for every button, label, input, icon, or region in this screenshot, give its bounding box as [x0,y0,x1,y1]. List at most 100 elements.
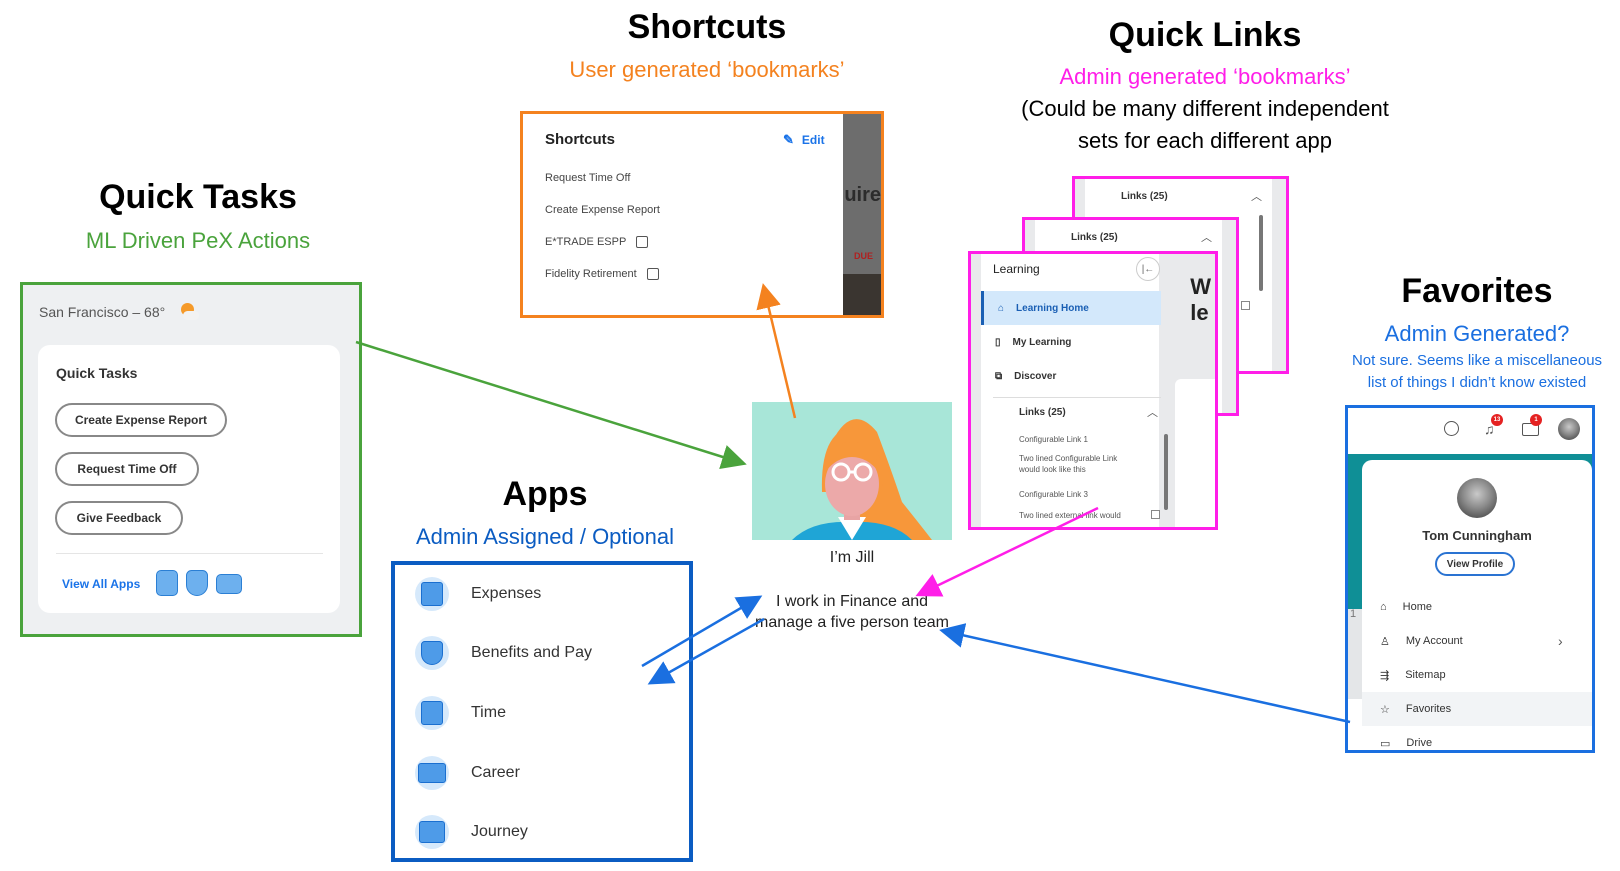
scrollbar[interactable] [1259,215,1263,291]
shortcut-item[interactable]: Fidelity Retirement [545,268,659,280]
app-label: Expenses [471,585,542,602]
quick-link[interactable]: Two lined external link would [1019,511,1121,520]
divider [56,553,323,554]
app-expenses[interactable]: Expenses [415,577,541,611]
weather-widget: San Francisco – 68° [39,301,201,323]
apps-panel: Expenses Benefits and Pay Time Career Jo… [391,561,693,862]
create-expense-report-button[interactable]: Create Expense Report [55,403,227,437]
shortcuts-panel: uire DUE Shortcuts ✎ Edit Request Time O… [520,111,884,318]
nav-my-learning[interactable]: ▯ My Learning [981,325,1161,359]
nav-label: Learning Home [1016,302,1089,314]
arrow-quick-tasks-to-persona [355,340,747,469]
shortcut-item[interactable]: Create Expense Report [545,204,660,216]
shortcuts-title: Shortcuts [627,8,787,46]
arrow-favorites-to-persona [939,623,1351,724]
quick-tasks-subtitle: ML Driven PeX Actions [85,228,311,253]
shortcut-label: E*TRADE ESPP [545,236,627,248]
quick-link[interactable]: Configurable Link 3 [1019,490,1088,499]
expenses-icon [415,577,449,611]
favorites-note-line2: list of things I didn’t know existed [1367,374,1587,391]
shortcuts-subtitle: User generated ‘bookmarks’ [569,57,845,82]
inbox-badge: 1 [1530,414,1542,426]
shortcut-label: Fidelity Retirement [545,268,637,280]
user-name: Tom Cunningham [1422,528,1532,543]
nav-learning-home[interactable]: ⌂ Learning Home [981,291,1161,325]
collapse-left-icon[interactable]: |← [1136,257,1160,281]
background-number: 1 [1350,608,1357,620]
chevron-up-icon[interactable]: ︿ [1147,407,1158,419]
view-all-apps-link[interactable]: View All Apps [62,577,141,591]
background-image [843,274,881,315]
weather-text: San Francisco – 68° [39,304,166,320]
chevron-up-icon[interactable]: ︿ [1201,232,1212,244]
chevron-right-icon: › [1558,633,1563,649]
luggage-icon[interactable] [156,570,178,596]
persona-illustration [752,402,952,540]
quick-link[interactable]: Configurable Link 1 [1019,435,1088,444]
discover-icon: ⧉ [995,370,1003,382]
quick-links-note-line1: (Could be many different independent [1021,96,1389,121]
favorites-title: Favorites [1401,272,1553,310]
star-icon: ☆ [1380,703,1390,716]
app-time[interactable]: Time [415,696,506,730]
scrollbar[interactable] [1164,434,1168,510]
nav-label: Discover [1014,370,1057,382]
menu-item-home[interactable]: ⌂Home [1362,590,1592,624]
home-icon: ⌂ [998,302,1005,314]
nav-discover[interactable]: ⧉ Discover [981,359,1161,393]
menu-item-my-account[interactable]: ♙My Account› [1362,624,1592,658]
quick-tasks-panel: San Francisco – 68° Quick Tasks Create E… [20,282,362,637]
apps-title: Apps [502,475,588,513]
favorites-panel: ♫ 13 1 1 Tom Cunningham View Profile ⌂Ho… [1345,405,1595,753]
menu-item-drive[interactable]: ▭Drive [1362,726,1592,750]
links-header[interactable]: Links (25) [1019,407,1066,418]
menu-item-favorites[interactable]: ☆Favorites [1362,692,1592,726]
chat-icon[interactable] [1444,421,1459,436]
external-link-icon [1241,301,1250,310]
menu-label: Sitemap [1405,669,1446,681]
divider [993,397,1161,398]
external-link-icon [636,236,649,248]
external-link-icon [646,268,659,280]
profile-avatar [1457,478,1497,518]
apps-subtitle: Admin Assigned / Optional [415,524,675,549]
external-link-icon [1151,510,1160,519]
shield-icon[interactable] [186,570,208,596]
menu-item-sitemap[interactable]: ⇶ Sitemap [1362,658,1592,692]
user-avatar[interactable] [1558,418,1580,440]
benefits-shield-icon [415,636,449,670]
give-feedback-button[interactable]: Give Feedback [55,501,183,535]
chevron-up-icon[interactable]: ︿ [1251,191,1262,203]
app-label: Career [471,764,520,781]
links-header[interactable]: Links (25) [1071,232,1118,243]
view-profile-button[interactable]: View Profile [1435,552,1515,576]
book-icon: ▯ [995,336,1001,348]
links-header[interactable]: Links (25) [1121,191,1168,202]
quick-link[interactable]: Two lined Configurable Link would look l… [1019,454,1118,474]
shortcuts-panel-title: Shortcuts [545,131,616,148]
quick-tasks-card-title: Quick Tasks [56,365,138,381]
app-journey[interactable]: Journey [415,815,528,849]
bell-icon[interactable]: ♫ [1484,421,1495,437]
background-page-text: uire [844,184,881,206]
app-career[interactable]: Career [415,756,520,790]
sitemap-icon: ⇶ [1380,669,1390,682]
favorites-note-line1: Not sure. Seems like a miscellaneous [1351,352,1603,369]
shortcut-item[interactable]: E*TRADE ESPP [545,236,649,248]
wallet-icon[interactable] [216,574,242,594]
quick-tasks-title: Quick Tasks [99,178,297,216]
favorites-subtitle: Admin Generated? [1384,321,1570,346]
shortcut-label: Request Time Off [545,172,631,184]
top-bar: ♫ 13 1 [1348,408,1592,454]
partly-sunny-icon [175,301,201,323]
edit-shortcuts-button[interactable]: ✎ Edit [783,132,825,148]
app-benefits-and-pay[interactable]: Benefits and Pay [415,636,592,670]
shortcut-item[interactable]: Request Time Off [545,172,630,184]
app-label: Journey [471,823,528,840]
request-time-off-button[interactable]: Request Time Off [55,452,199,486]
time-clock-icon [415,696,449,730]
quick-links-title: Quick Links [1108,16,1302,54]
nav-label: My Learning [1012,336,1072,348]
menu-label: Home [1402,601,1432,613]
